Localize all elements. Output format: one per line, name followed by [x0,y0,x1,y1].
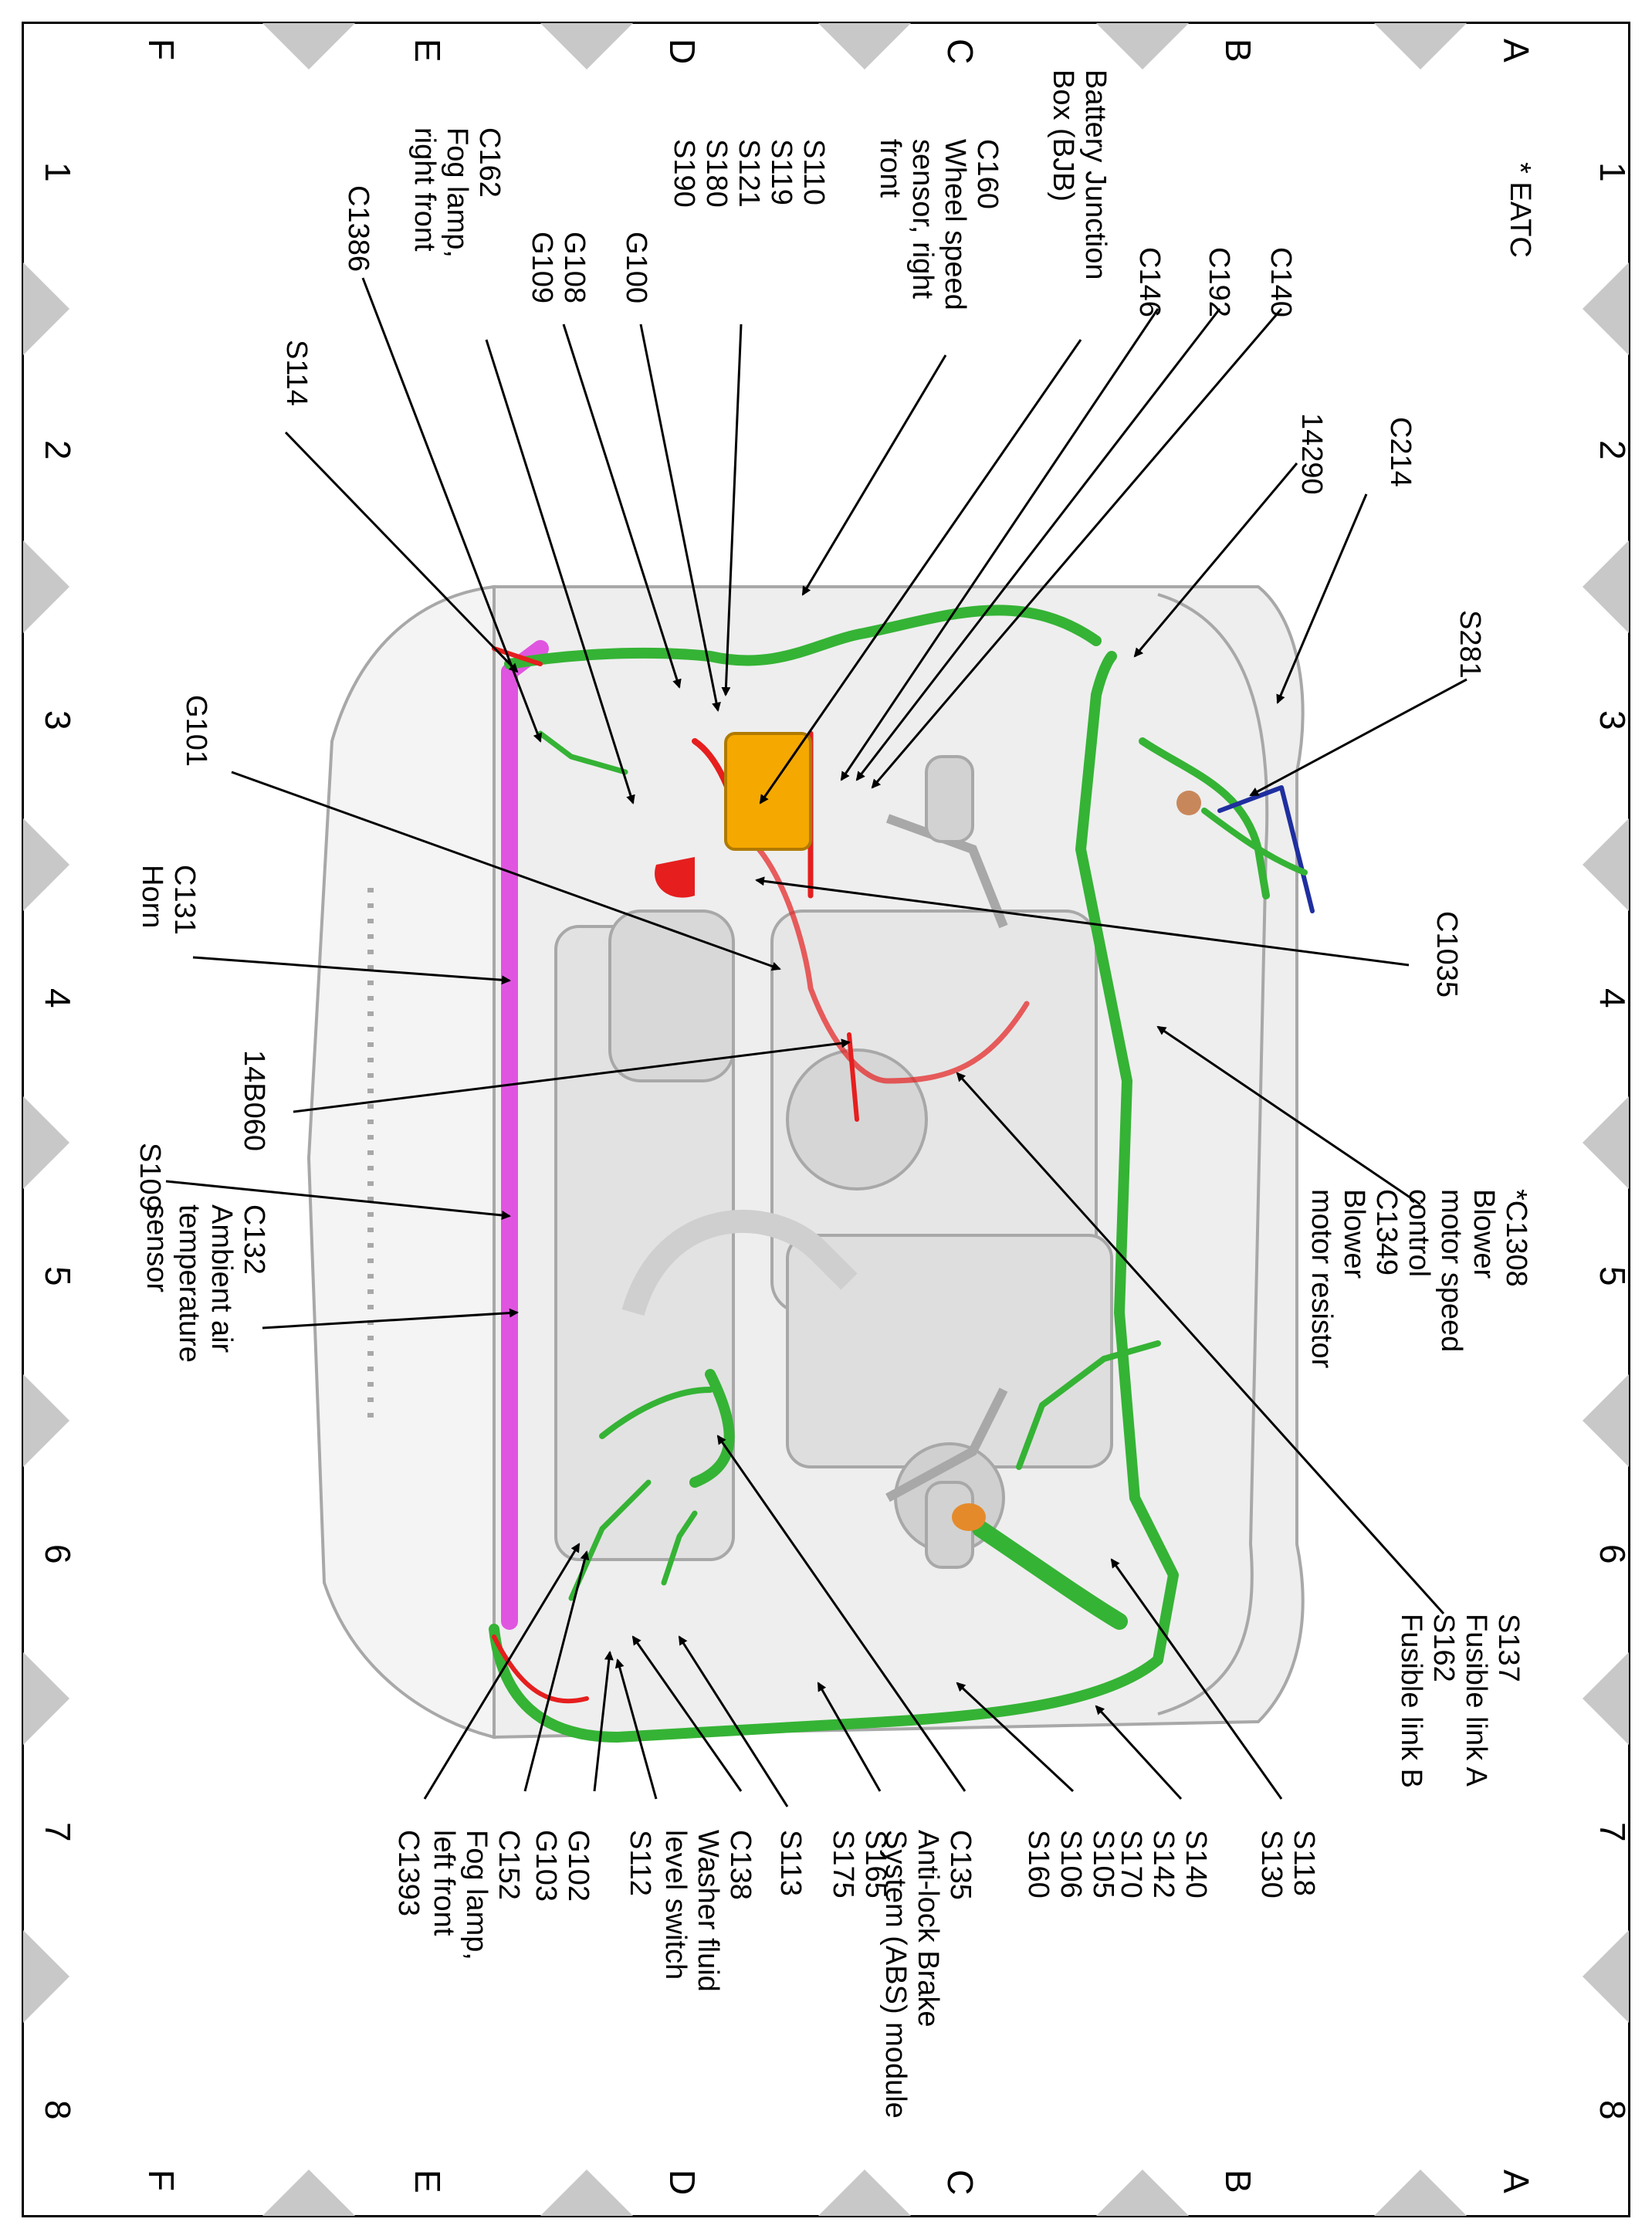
grid-row-a-bottom: A [1496,2170,1536,2193]
grid-row-c-top: C [940,39,980,65]
grid-row-e-top: E [408,39,448,63]
callout-c138: C138 Washer fluid level switch [659,1830,757,1992]
eatc-footnote: * EATC [1504,162,1536,258]
callout-s105-group: S105 S106 S160 [1022,1830,1119,1899]
callout-bjb: Battery Junction Box (BJB) [1047,69,1112,280]
grid-col-5-left: 5 [38,1266,78,1286]
grid-col-3-left: 3 [38,710,78,730]
grid-col-6-right: 6 [1593,1544,1633,1564]
grid-col-8-right: 8 [1593,2100,1633,2120]
callout-c1386: C1386 [342,185,374,272]
callout-c132: C132 Ambient air temperature sensor [140,1204,270,1363]
callout-s109: S109 [134,1143,166,1211]
callout-g108-g109: G108 G109 [526,232,591,303]
grid-col-1-left: 1 [38,162,78,182]
callout-g100: G100 [620,232,652,303]
grid-row-f-top: F [141,39,181,61]
callout-c162: C162 Fog lamp, right front [408,127,506,258]
callout-s137-s162: S137 Fusible link A S162 Fusible link B [1395,1614,1525,1788]
grid-col-3-right: 3 [1593,710,1633,730]
grid-row-d-top: D [662,39,702,65]
callout-s281: S281 [1454,610,1486,679]
callout-c214: C214 [1384,417,1417,487]
callout-c152: C152 Fog lamp, left front [428,1830,525,1960]
grid-markers [23,23,1629,2216]
grid-col-2-right: 2 [1593,440,1633,460]
grid-col-7-left: 7 [38,1822,78,1842]
callout-c146: C146 [1133,247,1166,317]
callout-14b060: 14B060 [238,1050,270,1152]
grid-row-c-bottom: C [940,2170,980,2196]
leader-lines [165,277,1468,1807]
callout-c1308-c1349: *C1308 Blower motor speed control C1349 … [1305,1189,1532,1369]
grid-row-e-bottom: E [408,2170,448,2193]
callout-c140: C140 [1264,247,1297,317]
diagram-frame [22,22,1630,2217]
grid-row-b-top: B [1218,39,1258,63]
callout-s110-group: S110 S119 S121 S180 S190 [668,139,830,208]
callout-c1393: C1393 [392,1830,425,1916]
callout-c192: C192 [1203,247,1235,317]
grid-row-f-bottom: F [141,2170,181,2192]
grid-col-5-right: 5 [1593,1266,1633,1286]
grid-row-a-top: A [1496,39,1536,63]
grid-row-d-bottom: D [662,2170,702,2196]
callout-s165-s175: S165 S175 [827,1830,892,1899]
grid-col-8-left: 8 [38,2100,78,2120]
callout-c1035: C1035 [1430,911,1463,998]
callout-s113: S113 [774,1830,807,1896]
callout-g101: G101 [180,695,212,767]
callout-g102-g103: G102 G103 [530,1830,594,1902]
grid-col-7-right: 7 [1593,1822,1633,1842]
callout-c131-horn: C131 Horn [136,865,201,935]
callout-c160: C160 Wheel speed sensor, right front [874,139,1004,310]
callout-c135-abs: C135 Anti-lock Brake System (ABS) module [879,1830,977,2119]
grid-col-6-left: 6 [38,1544,78,1564]
callout-s112: S112 [624,1830,656,1896]
grid-col-2-left: 2 [38,440,78,460]
grid-col-1-right: 1 [1593,162,1633,182]
callout-s118-s130: S118 S130 [1255,1830,1320,1899]
grid-row-b-bottom: B [1218,2170,1258,2193]
grid-col-4-left: 4 [38,988,78,1008]
callout-14290: 14290 [1295,413,1328,495]
grid-col-4-right: 4 [1593,988,1633,1008]
vehicle-body [306,584,1305,1739]
callout-s140-group: S140 S142 S170 [1115,1830,1212,1899]
callout-s114: S114 [280,340,313,406]
